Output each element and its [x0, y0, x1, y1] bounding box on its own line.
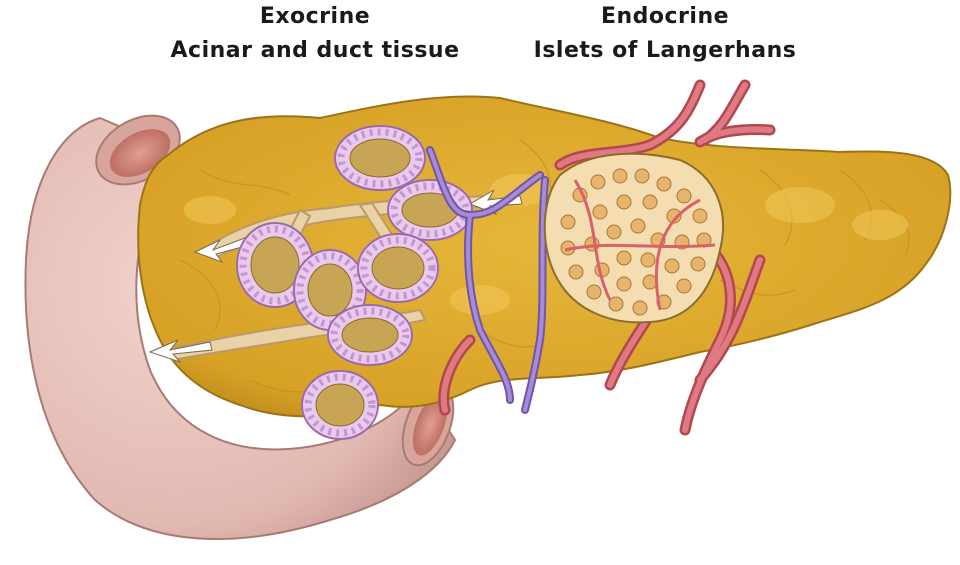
exocrine-title: Exocrine [259, 4, 371, 29]
acinus [357, 233, 439, 303]
arrow-left-icon [148, 339, 213, 364]
exocrine-label: Exocrine Acinar and duct tissue [150, 0, 480, 68]
endocrine-label: Endocrine Islets of Langerhans [505, 0, 825, 68]
exocrine-subtitle: Acinar and duct tissue [170, 38, 460, 63]
endocrine-subtitle: Islets of Langerhans [533, 38, 797, 63]
islet-of-langerhans [543, 152, 725, 324]
acinus [334, 125, 426, 191]
arrow-left-icon [468, 189, 523, 216]
acinar-tissue [236, 125, 473, 440]
acinus [301, 370, 379, 440]
endocrine-title: Endocrine [600, 4, 730, 29]
acinus [327, 304, 413, 366]
duodenum-lower-lumen [412, 394, 448, 456]
